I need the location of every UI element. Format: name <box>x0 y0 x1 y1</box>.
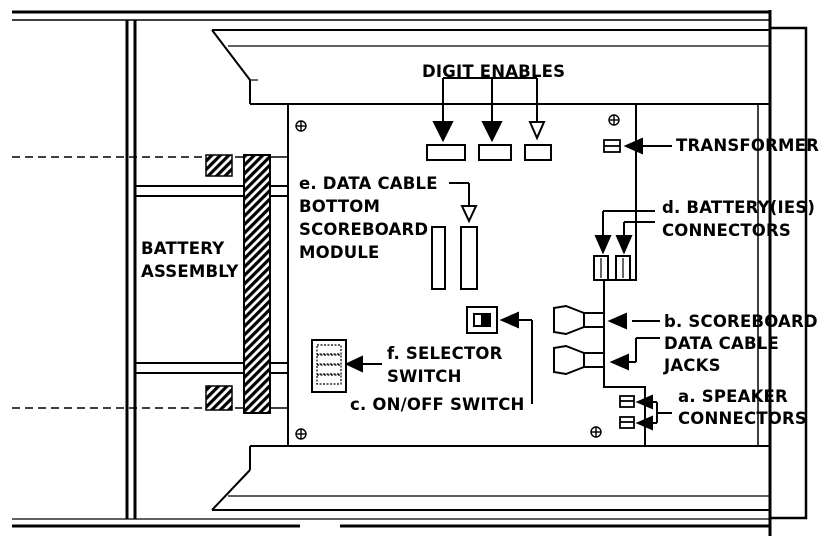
selector-switch-arrow <box>344 355 382 373</box>
data-cable-arrow <box>449 182 478 224</box>
data-cable-label-line1: e. DATA CABLE <box>299 174 438 193</box>
battery-connectors-label-line2: CONNECTORS <box>662 221 792 240</box>
scoreboard-jacks-label-line1: b. SCOREBOARD <box>664 312 818 331</box>
data-cable-label-line2: BOTTOM <box>299 197 381 216</box>
digit-enables-label: DIGIT ENABLES <box>422 62 566 81</box>
data-cable-connectors <box>431 226 478 290</box>
speaker-connectors-label-line1: a. SPEAKER <box>678 387 788 406</box>
battery-connectors <box>593 255 631 281</box>
transformer-arrow <box>623 137 672 155</box>
digit-enable-jumpers <box>426 144 552 161</box>
scoreboard-data-cable-jacks <box>553 304 605 376</box>
battery-connectors-label-line1: d. BATTERY(IES) <box>662 198 816 217</box>
data-cable-label-line3: SCOREBOARD <box>299 220 429 239</box>
speaker-connectors-label-line2: CONNECTORS <box>678 409 808 428</box>
data-cable-label-line4: MODULE <box>299 243 380 262</box>
circuit-board <box>287 103 646 447</box>
scoreboard-jacks-arrows <box>607 312 660 371</box>
selector-switch-label-line2: SWITCH <box>387 367 462 386</box>
scoreboard-jacks-label-line2: DATA CABLE <box>664 334 779 353</box>
battery-assembly-label-line1: BATTERY <box>141 239 225 258</box>
selector-switch <box>311 339 347 393</box>
transformer-connector <box>603 139 621 153</box>
speaker-connectors <box>619 395 635 429</box>
battery-assembly <box>12 154 288 414</box>
transformer-label: TRANSFORMER <box>676 136 820 155</box>
battery-connectors-arrows <box>594 210 655 255</box>
scoreboard-jacks-label-line3: JACKS <box>664 356 721 375</box>
left-rails <box>125 20 137 519</box>
speaker-connectors-arrows <box>635 394 672 431</box>
on-off-switch <box>466 306 498 334</box>
on-off-switch-arrow <box>499 311 533 404</box>
battery-assembly-label-line2: ASSEMBLY <box>141 262 241 282</box>
housing-frame <box>12 10 808 536</box>
selector-switch-label-line1: f. SELECTOR <box>387 344 503 363</box>
on-off-switch-label: c. ON/OFF SWITCH <box>350 395 525 414</box>
digit-enables-arrows <box>432 77 546 143</box>
lower-tray <box>211 445 770 511</box>
mounting-screws <box>295 114 620 440</box>
